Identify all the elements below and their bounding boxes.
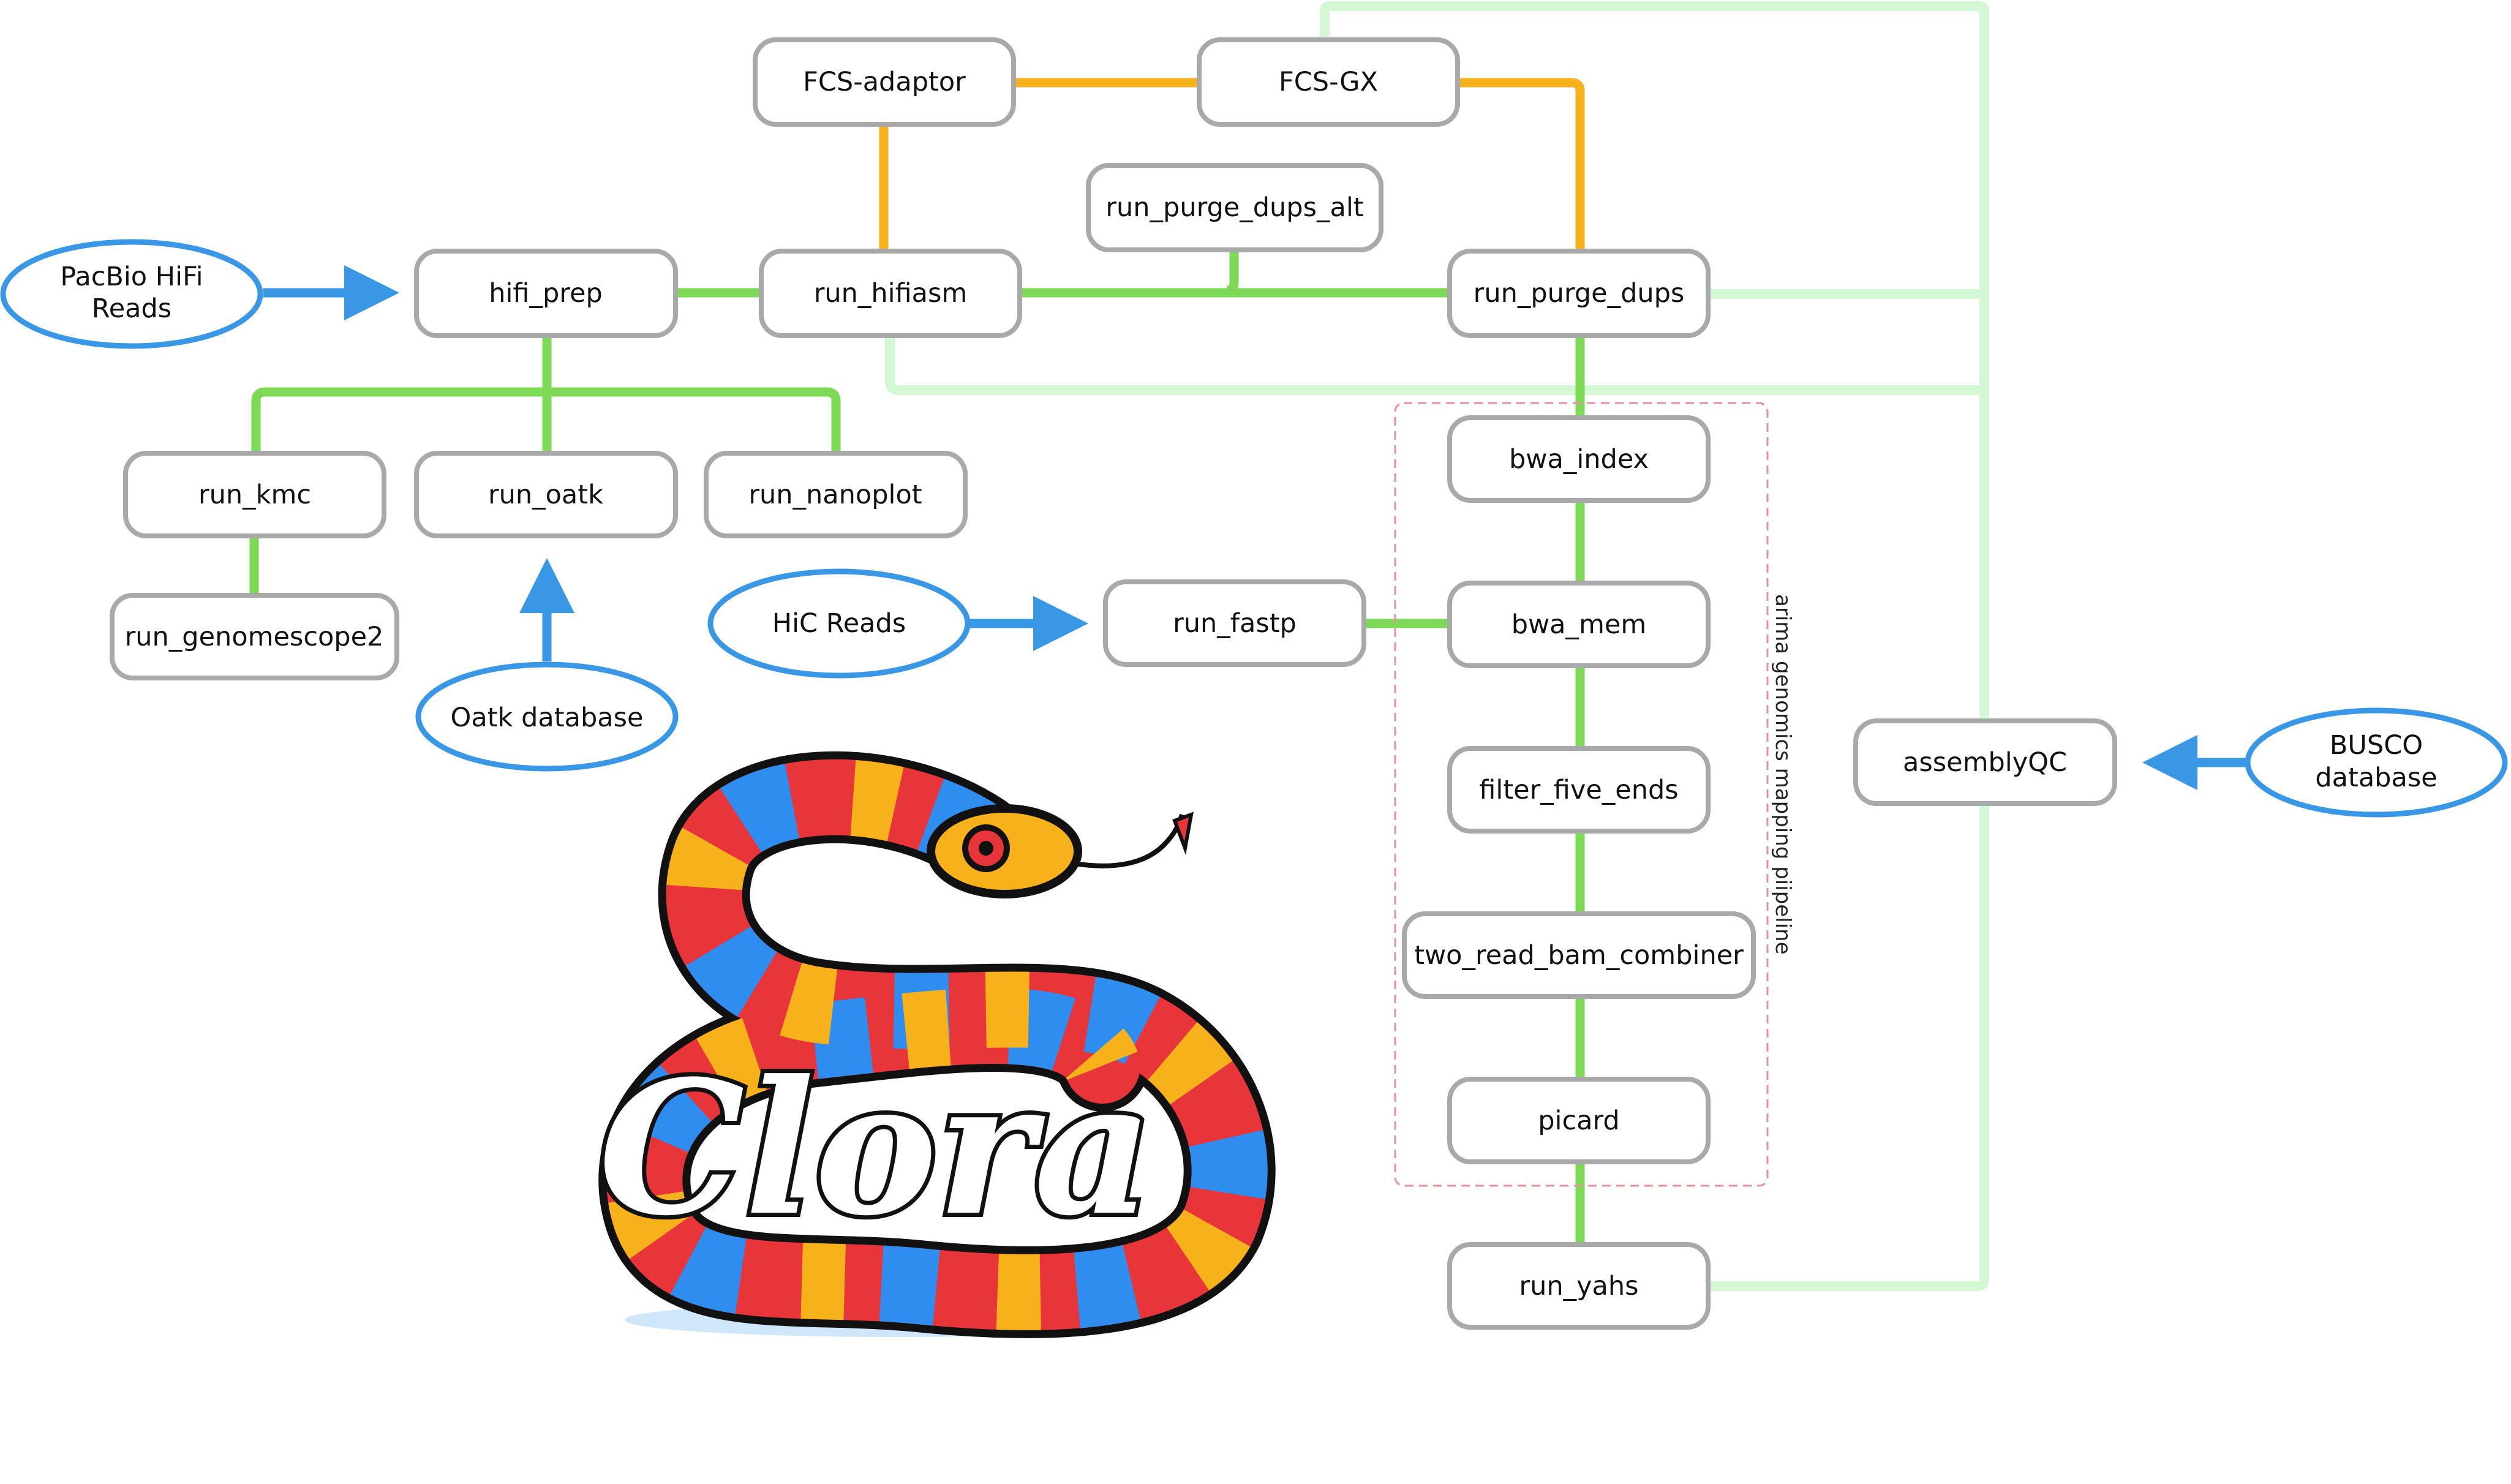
logo-pupil [979,841,993,856]
edge-fcsgx-to-assemblyqc [1320,1,1989,723]
input-oatk-database[interactable]: Oatk database [415,661,679,772]
edge-purgealt-branch [1226,248,1239,295]
node-label: bwa_mem [1511,609,1647,640]
node-label: run_fastp [1173,608,1297,639]
node-label: run_hifiasm [814,278,968,309]
node-label: run_purge_dups [1474,278,1685,309]
node-run-yahs[interactable]: run_yahs [1447,1242,1711,1330]
logo-tongue-tip [1172,812,1194,856]
node-label: run_kmc [198,480,311,510]
node-label: picard [1538,1105,1619,1136]
input-hic-reads[interactable]: HiC Reads [707,568,971,679]
logo-wordmark: Clora [598,1040,1153,1256]
node-run-fastp[interactable]: run_fastp [1103,579,1366,667]
node-label: FCS-GX [1279,67,1378,97]
arima-group-label: arima genomics mapping piipeline [1771,594,1795,955]
node-label: two_read_bam_combiner [1414,940,1744,971]
node-fcs-gx[interactable]: FCS-GX [1197,37,1460,127]
node-run-purge-dups[interactable]: run_purge_dups [1447,249,1711,338]
node-fcs-adaptor[interactable]: FCS-adaptor [753,37,1016,127]
edge-hifiprep-children [251,336,841,452]
logo-tongue [1074,813,1184,868]
input-label-line2: database [2315,763,2437,793]
node-label: run_oatk [488,480,603,510]
node-label: bwa_index [1509,444,1649,475]
edge-yahs-to-assemblyqc [1709,802,1989,1291]
node-bwa-index[interactable]: bwa_index [1447,415,1711,503]
node-run-purge-dups-alt[interactable]: run_purge_dups_alt [1086,163,1383,252]
node-label: run_purge_dups_alt [1105,192,1363,223]
process-nodes: FCS-adaptor FCS-GX run_purge_dups_alt hi… [110,37,2117,1330]
orange-edges [879,78,1585,252]
arima-group-box [1394,402,1769,1187]
node-label: run_nanoplot [748,480,922,510]
node-run-nanoplot[interactable]: run_nanoplot [704,451,968,538]
node-label: run_yahs [1519,1271,1638,1301]
node-label: hifi_prep [489,278,603,309]
node-hifi-prep[interactable]: hifi_prep [414,249,678,338]
edge-gx-to-purgedups [1456,78,1585,252]
clora-snake-logo: Clora [594,751,1276,1338]
node-run-genomescope2[interactable]: run_genomescope2 [110,593,399,680]
node-filter-five-ends[interactable]: filter_five_ends [1447,746,1711,834]
input-label-line1: BUSCO [2330,730,2423,761]
input-label: HiC Reads [772,608,906,639]
node-two-read-bam-combiner[interactable]: two_read_bam_combiner [1402,911,1756,999]
node-run-hifiasm[interactable]: run_hifiasm [759,249,1022,338]
input-arrows [263,265,2248,790]
node-assemblyqc[interactable]: assemblyQC [1853,718,2117,806]
node-label: assemblyQC [1903,747,2067,778]
green-edges [249,248,1585,1245]
logo-body-yellow-stripes [606,759,1268,1330]
input-pacbio-hifi-reads[interactable]: PacBio HiFi Reads [0,239,263,349]
node-label: filter_five_ends [1479,775,1678,805]
node-label: FCS-adaptor [803,67,966,97]
node-bwa-mem[interactable]: bwa_mem [1447,581,1711,668]
edge-hifiasm-to-assemblyqc [885,337,1984,395]
input-label: Oatk database [451,702,644,733]
light-green-edges [885,1,1989,1291]
node-run-oatk[interactable]: run_oatk [414,451,678,538]
node-run-kmc[interactable]: run_kmc [123,451,386,538]
input-busco-database[interactable]: BUSCO database [2245,707,2508,818]
node-label: run_genomescope2 [125,622,384,652]
input-label-line1: PacBio HiFi [60,262,203,292]
node-picard[interactable]: picard [1447,1077,1711,1164]
input-nodes: PacBio HiFi Reads Oatk database HiC Read… [0,239,2508,818]
input-label-line2: Reads [92,293,171,324]
